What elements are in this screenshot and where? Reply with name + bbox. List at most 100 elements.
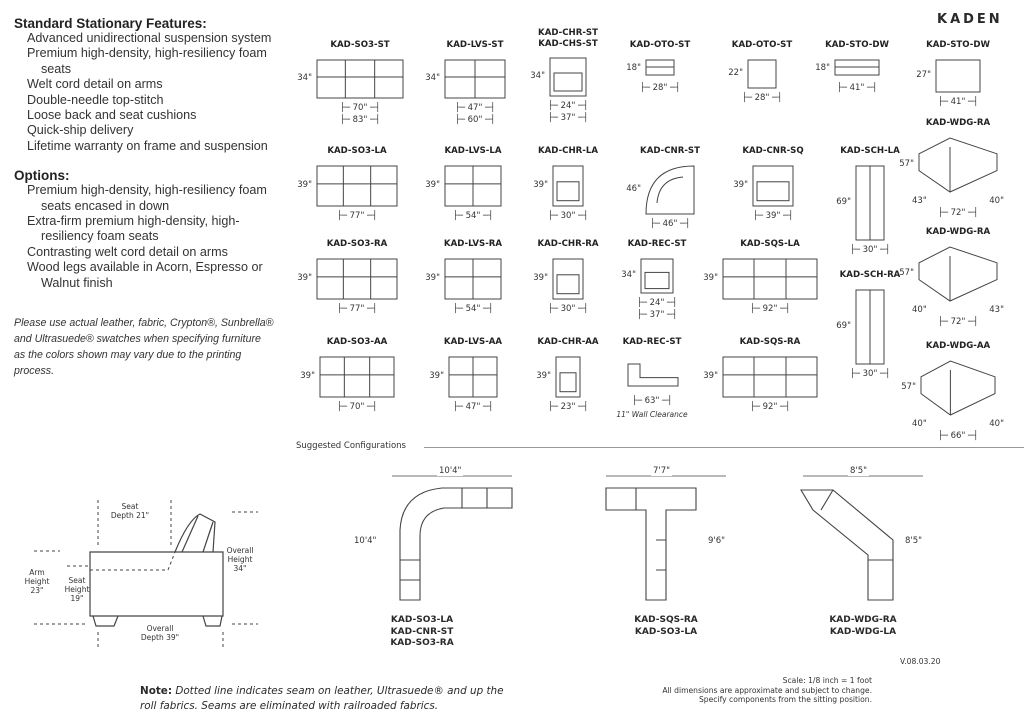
product-ott-icon bbox=[834, 59, 880, 76]
width-dim: ├─ 72" ─┤ bbox=[937, 208, 979, 218]
product-chair-icon bbox=[549, 57, 587, 97]
product-wedge-icon bbox=[918, 246, 998, 302]
note-label: Note: bbox=[140, 685, 173, 697]
width-dim: ├─ 66" ─┤ bbox=[937, 431, 979, 441]
product-code-alt: KAD-CHS-ST bbox=[538, 38, 598, 49]
width-dim: ├─ 83" ─┤ bbox=[339, 115, 381, 125]
width-dim: ├─ 92" ─┤ bbox=[749, 304, 791, 314]
feature-item: Premium high-density, high-resiliency fo… bbox=[27, 46, 267, 76]
config-code: KAD-CNR-ST bbox=[390, 626, 454, 637]
product-chair-icon bbox=[555, 356, 581, 398]
product-love-icon bbox=[444, 258, 502, 300]
product-code: KAD-STO-DW bbox=[926, 40, 990, 50]
product-code: KAD-SQS-RA bbox=[739, 337, 801, 347]
scale-text: Scale: 1/8 inch = 1 foot bbox=[782, 676, 872, 685]
width-dim: ├─ 54" ─┤ bbox=[452, 304, 494, 314]
width-dim: ├─ 28" ─┤ bbox=[741, 93, 783, 103]
product-code: KAD-SQS-LA bbox=[740, 239, 800, 249]
width-dim: ├─ 47" ─┤ bbox=[452, 402, 494, 412]
product-love-icon bbox=[448, 356, 498, 398]
product-code: KAD-CNR-ST bbox=[640, 146, 700, 156]
height-dim: 18" bbox=[626, 63, 641, 73]
options-list: Premium high-density, high-resiliency fo… bbox=[14, 183, 284, 291]
product-code: KAD-OTO-ST bbox=[731, 40, 793, 50]
product-love-icon bbox=[444, 165, 502, 207]
product-code: KAD-WDG-RA bbox=[925, 118, 991, 128]
feature-item: Double-needle top-stitch bbox=[27, 92, 164, 107]
width-dim: ├─ 23" ─┤ bbox=[547, 402, 589, 412]
note-text: Dotted line indicates seam on leather, U… bbox=[140, 685, 504, 712]
product-love-icon bbox=[444, 59, 506, 99]
height-dim: 46" bbox=[626, 184, 641, 194]
width-dim: ├─ 39" ─┤ bbox=[752, 211, 794, 221]
product-sofa-icon bbox=[316, 258, 398, 300]
feature-item: Loose back and seat cushions bbox=[27, 108, 197, 123]
width-dim: ├─ 24" ─┤ bbox=[636, 298, 678, 308]
height-dim: 57" bbox=[899, 159, 914, 169]
arm-height-label: Arm Height 23" bbox=[24, 568, 50, 595]
product-code: KAD-WDG-RA bbox=[925, 227, 991, 237]
width-dim: ├─ 63" ─┤ bbox=[631, 396, 673, 406]
product-code: KAD-CHR-RA bbox=[537, 239, 599, 249]
height-dim: 34" bbox=[530, 71, 545, 81]
product-code: KAD-LVS-LA bbox=[444, 146, 502, 156]
product-tile: KAD-SO3-RA 39" ├─ 77" ─┤ bbox=[297, 239, 417, 328]
product-wedge-icon bbox=[918, 137, 998, 193]
height-dim: 39" bbox=[733, 180, 748, 190]
height-dim: 39" bbox=[300, 371, 315, 381]
width-dim: ├─ 41" ─┤ bbox=[937, 97, 979, 107]
feature-item: Welt cord detail on arms bbox=[27, 77, 163, 92]
option-item: Wood legs available in Acorn, Espresso o… bbox=[27, 260, 263, 290]
feature-item: Lifetime warranty on frame and suspensio… bbox=[27, 138, 268, 153]
product-code: KAD-LVS-RA bbox=[443, 239, 503, 249]
seat-depth-label: Seat Depth 21" bbox=[110, 502, 150, 520]
width-dim: 40" bbox=[989, 196, 1004, 206]
option-item: Contrasting welt cord detail on arms bbox=[27, 244, 228, 259]
dimensions-text: All dimensions are approximate and subje… bbox=[662, 685, 872, 695]
width-dim: ├─ 60" ─┤ bbox=[454, 115, 496, 125]
width-dim: 40" bbox=[989, 419, 1004, 429]
width-dim: ├─ 24" ─┤ bbox=[547, 101, 589, 111]
config-width: 8'5" bbox=[848, 466, 870, 476]
config-height: 9'6" bbox=[708, 536, 726, 546]
width-dim: ├─ 37" ─┤ bbox=[636, 310, 678, 320]
width-dim: 43" bbox=[989, 305, 1004, 315]
options-title: Options: bbox=[14, 168, 70, 184]
product-code: KAD-SO3-RA bbox=[326, 239, 388, 249]
width-dim: ├─ 77" ─┤ bbox=[336, 304, 378, 314]
product-sofa-icon bbox=[722, 356, 818, 398]
footer-disclaimer: Scale: 1/8 inch = 1 foot All dimensions … bbox=[560, 676, 872, 705]
width-dim: ├─ 70" ─┤ bbox=[336, 402, 378, 412]
height-dim: 39" bbox=[703, 371, 718, 381]
height-dim: 39" bbox=[297, 273, 312, 283]
width-dim: ├─ 41" ─┤ bbox=[836, 83, 878, 93]
width-dim: ├─ 28" ─┤ bbox=[639, 83, 681, 93]
configs-title: Suggested Configurations bbox=[296, 441, 406, 451]
product-sofa-icon bbox=[722, 258, 818, 300]
config-height: 8'5" bbox=[905, 536, 923, 546]
option-item: Extra-firm premium high-density, high-re… bbox=[27, 214, 240, 244]
config-code: KAD-SO3-LA bbox=[634, 626, 698, 637]
height-dim: 39" bbox=[533, 180, 548, 190]
option-item: Premium high-density, high-resiliency fo… bbox=[27, 183, 267, 213]
config-code: KAD-SQS-RA bbox=[634, 615, 698, 625]
width-dim: ├─ 54" ─┤ bbox=[452, 211, 494, 221]
features-section: Standard Stationary Features: Advanced u… bbox=[14, 16, 284, 379]
product-long-icon bbox=[855, 165, 885, 241]
